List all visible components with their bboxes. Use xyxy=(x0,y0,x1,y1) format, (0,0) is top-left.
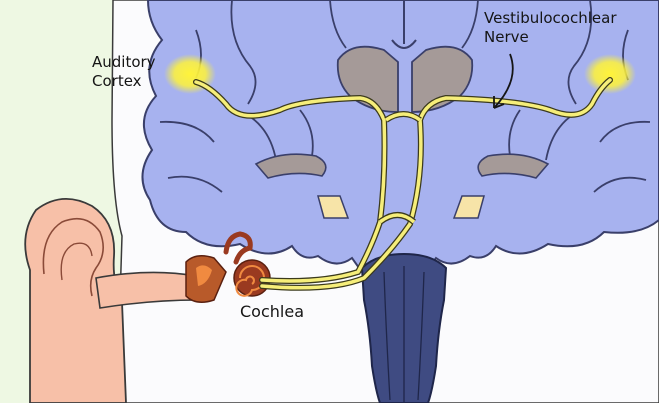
nerve-label-line2: Nerve xyxy=(484,28,617,47)
cochlea-label: Cochlea xyxy=(240,302,304,321)
vestibulocochlear-nerve-label: Vestibulocochlear Nerve xyxy=(484,9,617,47)
auditory-cortex-label-line1: Auditory xyxy=(92,53,156,72)
nerve-label-line1: Vestibulocochlear xyxy=(484,9,617,28)
auditory-cortex-label: Auditory Cortex xyxy=(92,53,156,91)
auditory-cortex-label-line2: Cortex xyxy=(92,72,156,91)
auditory-cortex-right xyxy=(584,54,636,94)
